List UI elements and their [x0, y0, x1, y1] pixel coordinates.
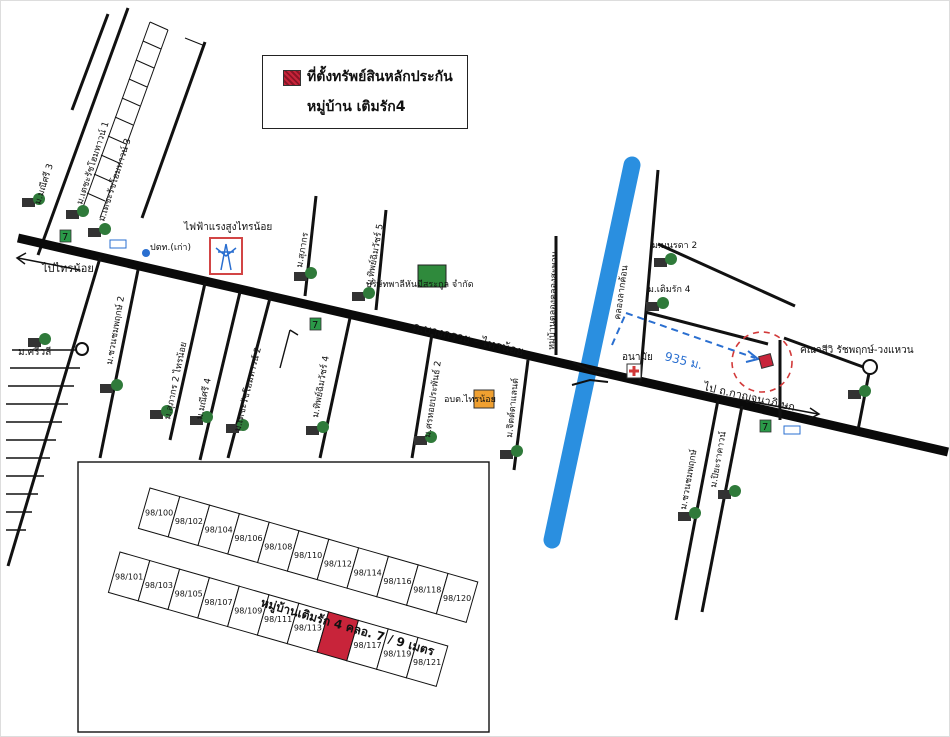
convenience-store-icon: 7	[759, 419, 772, 433]
village-label: หมู่บ้านตลองคลองสะพาน	[546, 251, 560, 350]
plot-bottom-label: 98/121	[413, 658, 441, 667]
village-house-icon	[190, 411, 213, 425]
road-end-marker	[862, 359, 878, 375]
plot-bottom-label: 98/107	[204, 598, 232, 607]
plot-top-label: 98/106	[234, 534, 262, 543]
plot-bottom-label: 98/101	[115, 572, 143, 581]
legend-subtitle: หมู่บ้าน เติมรัก4	[307, 99, 406, 115]
plot-cell	[435, 572, 479, 623]
road-end-marker	[75, 342, 89, 356]
plot-cell	[405, 636, 449, 687]
plot-top-label: 98/120	[443, 594, 471, 603]
legend: ที่ตั้งทรัพย์สินหลักประกัน หมู่บ้าน เติม…	[262, 55, 468, 129]
anamai-label: อนามัย	[622, 352, 653, 363]
plot-top-label: 98/114	[354, 568, 382, 577]
svg-text:7: 7	[62, 232, 68, 243]
fuel-station-icon	[109, 239, 127, 249]
village-label: ม.ศรีวลี	[18, 346, 51, 358]
arrow-right-icon	[699, 391, 821, 420]
company-label: บริษัทพาลีหันมีสระกูล จำกัด	[366, 279, 474, 290]
plot-top-label: 98/100	[145, 508, 173, 517]
svg-text:7: 7	[762, 422, 768, 433]
inset-plot-map: 98/10098/10298/10498/10698/10898/11098/1…	[77, 461, 490, 733]
power-tower-icon	[209, 237, 243, 275]
plot-top-label: 98/104	[205, 526, 233, 535]
route-to-property	[611, 312, 756, 359]
plot-bottom-label: 98/109	[234, 607, 262, 616]
village-house-icon	[88, 223, 111, 237]
village-house-icon	[226, 419, 249, 433]
to-sainoi-label: ไปไทรน้อย	[41, 262, 94, 275]
plot-top-label: 98/108	[264, 543, 292, 552]
fuel-station-icon	[783, 425, 801, 435]
village-label: ม.มนรดา 2	[652, 241, 697, 251]
village-house-icon	[22, 193, 45, 207]
ptt-icon	[142, 249, 150, 257]
plot-bottom-label: 98/113	[294, 624, 322, 633]
soi-roads-topleft	[36, 7, 207, 256]
plot-top-label: 98/112	[324, 560, 352, 569]
property-marker	[758, 353, 774, 369]
village-house-icon	[150, 405, 173, 419]
plot-bottom-label: 98/111	[264, 615, 292, 624]
plot-bottom-label: 98/117	[353, 641, 381, 650]
company-building-icon	[417, 264, 447, 288]
temple-label: คณาสีวิ รัชพฤกษ์-วงแหวน	[800, 344, 914, 356]
bridge-icon	[571, 361, 609, 386]
convenience-store-icon: 7	[59, 229, 72, 243]
legend-title: ที่ตั้งทรัพย์สินหลักประกัน	[307, 69, 453, 85]
plot-bottom-label: 98/103	[145, 581, 173, 590]
plot-top-label: 98/102	[175, 517, 203, 526]
village-house-icon	[646, 297, 669, 311]
power-label: ไฟฟ้าแรงสูงไทรน้อย	[183, 221, 272, 233]
convenience-store-icon: 7	[309, 317, 322, 331]
plot-bottom-label: 98/105	[175, 590, 203, 599]
obt-building-icon	[473, 389, 495, 409]
village-house-icon	[500, 445, 523, 459]
main-road	[16, 233, 950, 457]
arrow-left-icon	[15, 252, 81, 271]
village-label: ม.เติมรัก 4	[648, 284, 691, 295]
plot-top-label: 98/118	[413, 585, 441, 594]
plot-bottom-label: 98/119	[383, 649, 411, 658]
plot-top-label: 98/116	[383, 577, 411, 586]
ptt-label: ปตท.(เก่า)	[150, 243, 191, 253]
village-house-icon	[100, 379, 123, 393]
canal	[543, 156, 641, 549]
svg-text:7: 7	[312, 320, 318, 331]
village-icons	[22, 193, 871, 521]
plot-grid-left	[6, 329, 299, 531]
village-house-icon	[678, 507, 701, 521]
health-center-icon	[626, 363, 642, 379]
village-house-icon	[28, 333, 51, 347]
village-house-icon	[848, 385, 871, 399]
obt-label: อบต.ไทรน้อย	[444, 394, 496, 405]
village-house-icon	[718, 485, 741, 499]
village-house-icon	[352, 287, 375, 301]
village-house-icon	[294, 267, 317, 281]
village-house-icon	[306, 421, 329, 435]
plot-grid-topleft	[81, 21, 206, 219]
village-house-icon	[414, 431, 437, 445]
village-house-icon	[66, 205, 89, 219]
route-arrowhead-icon	[745, 350, 761, 363]
village-house-icon	[654, 253, 677, 267]
plot-top-label: 98/110	[294, 551, 322, 560]
property-circle	[731, 331, 793, 393]
soi-roads-north	[303, 169, 867, 420]
legend-swatch	[283, 70, 301, 86]
